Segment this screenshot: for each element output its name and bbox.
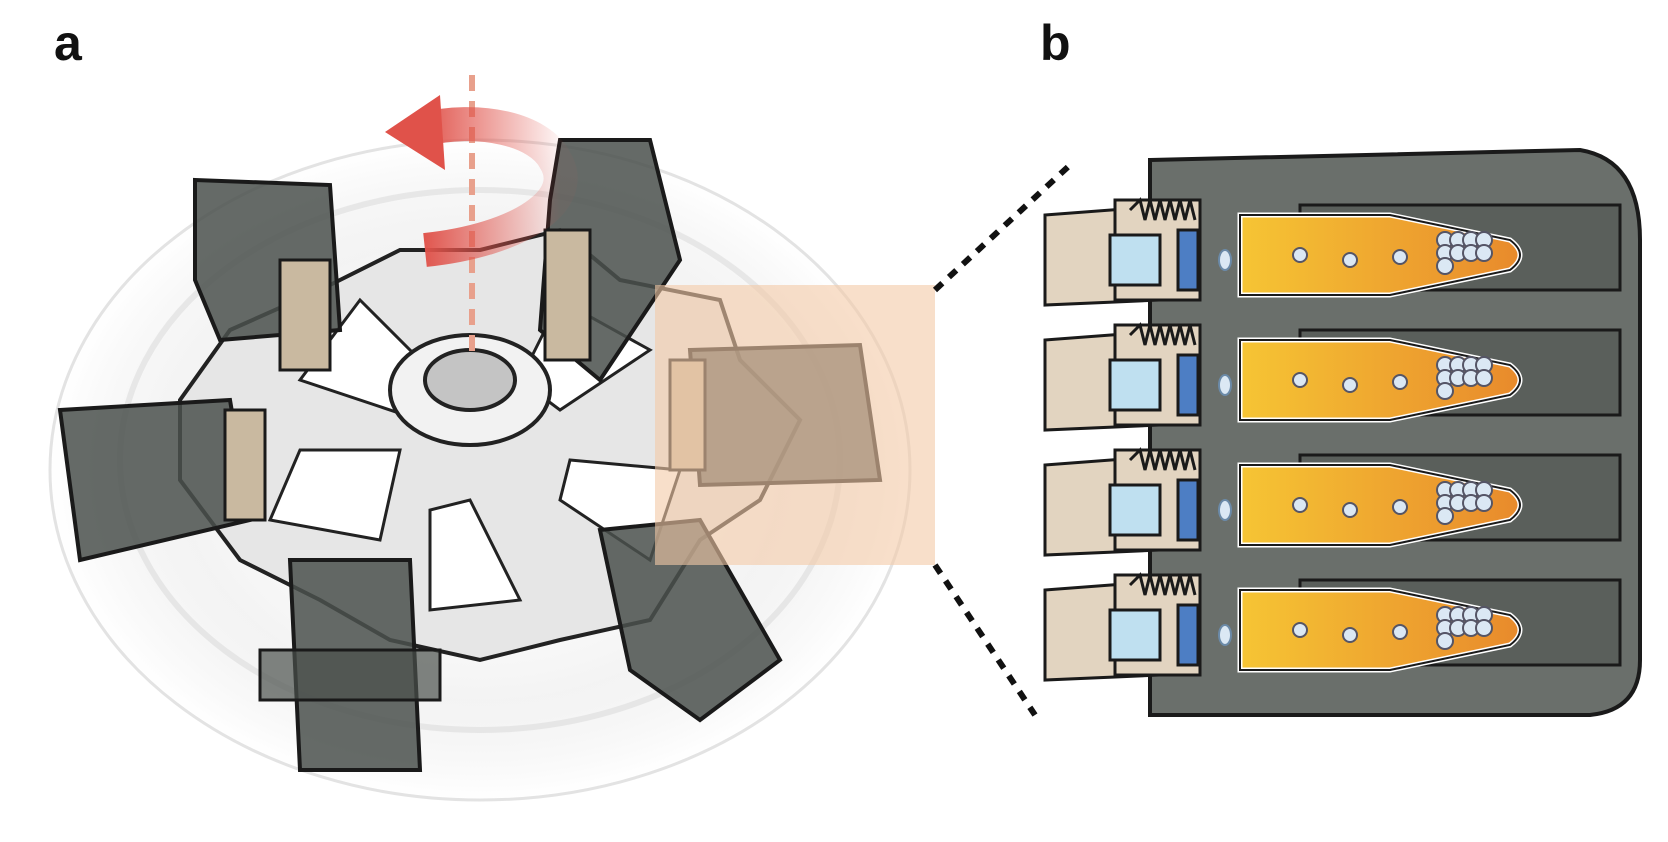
rotation-arrow-head (385, 95, 445, 170)
zoom-connector-top (932, 162, 1073, 293)
bead-cluster (1436, 632, 1454, 650)
cap-window (1108, 358, 1162, 412)
bead (1292, 622, 1308, 638)
cap-plunger (1176, 478, 1200, 542)
bead-cluster (1475, 619, 1493, 637)
zoom-highlight-box (655, 285, 935, 565)
droplet-icon (1218, 249, 1232, 271)
panel-label-a: a (54, 15, 82, 71)
bead (1392, 249, 1408, 265)
tube-holder (258, 558, 442, 772)
cap-window (1108, 608, 1162, 662)
bead (1342, 502, 1358, 518)
bead-cluster (1436, 507, 1454, 525)
cap-plunger (1176, 353, 1200, 417)
bead (1292, 247, 1308, 263)
tube-assembly (1043, 322, 1622, 432)
holder-detail (1043, 147, 1642, 717)
droplet-icon (1218, 374, 1232, 396)
bead-cluster (1436, 257, 1454, 275)
tube-holder (193, 177, 343, 372)
bead-cluster (1436, 382, 1454, 400)
bead (1342, 377, 1358, 393)
bead (1292, 372, 1308, 388)
droplet-icon (1218, 624, 1232, 646)
bead (1342, 252, 1358, 268)
cap-plunger (1176, 603, 1200, 667)
zoom-connector-bottom (932, 563, 1038, 717)
bead (1342, 627, 1358, 643)
droplet-icon (1218, 499, 1232, 521)
tube-assembly (1043, 197, 1622, 307)
bead-cluster (1475, 369, 1493, 387)
tube-outline (1239, 589, 1521, 671)
tube-outline (1239, 214, 1521, 296)
bead-cluster (1475, 494, 1493, 512)
tube-holder (57, 397, 267, 563)
bead-cluster (1475, 244, 1493, 262)
tube-assembly (1043, 447, 1622, 557)
rotor-assembly (48, 75, 935, 802)
bead (1392, 499, 1408, 515)
bead (1292, 497, 1308, 513)
spring-icon (1128, 447, 1197, 471)
cap-window (1108, 483, 1162, 537)
rotor-hub-inner (423, 348, 517, 412)
spring-icon (1128, 572, 1197, 596)
spring-icon (1128, 322, 1197, 346)
bead (1392, 374, 1408, 390)
spring-icon (1128, 197, 1197, 221)
rotation-arrow-icon (415, 107, 578, 267)
cap-plunger (1176, 228, 1200, 292)
cap-window (1108, 233, 1162, 287)
tube-outline (1239, 464, 1521, 546)
bead (1392, 624, 1408, 640)
panel-label-b: b (1040, 15, 1071, 71)
tube-assembly (1043, 572, 1622, 682)
tube-outline (1239, 339, 1521, 421)
